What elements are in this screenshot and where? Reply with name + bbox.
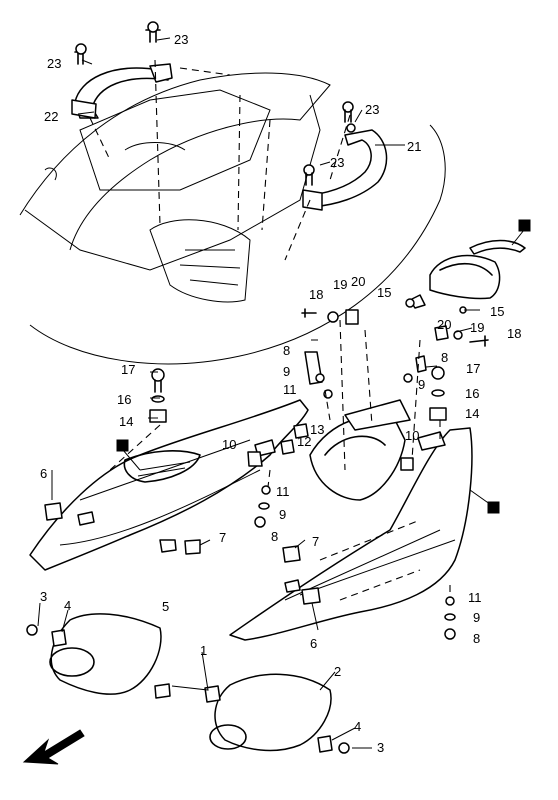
bolt-23-group <box>74 21 356 186</box>
callout-17: 17 <box>466 361 480 376</box>
side-cover-left <box>29 399 309 571</box>
callout-4: 4 <box>64 598 71 613</box>
callout-3: 3 <box>40 589 47 604</box>
callout-6: 6 <box>310 636 317 651</box>
callout-labels: 1 2 3 3 4 4 5 6 6 7 7 8 8 8 8 9 9 9 9 10… <box>40 32 521 755</box>
callout-19: 19 <box>333 277 347 292</box>
callout-13: 13 <box>310 422 324 437</box>
callout-11: 11 <box>276 484 290 499</box>
callout-23: 23 <box>47 56 61 71</box>
callout-8: 8 <box>473 631 480 646</box>
tail-housing <box>309 399 411 501</box>
callout-18: 18 <box>309 287 323 302</box>
callout-8: 8 <box>271 529 278 544</box>
fastener-stacks <box>44 298 489 640</box>
callout-9: 9 <box>283 364 290 379</box>
callout-20: 20 <box>437 317 451 332</box>
tail-lens <box>409 239 526 309</box>
leader-lines <box>37 37 525 749</box>
callout-14: 14 <box>119 414 133 429</box>
callout-16: 16 <box>465 386 479 401</box>
lower-alignment-dashes <box>109 319 451 598</box>
callout-9: 9 <box>279 507 286 522</box>
callout-7: 7 <box>312 534 319 549</box>
callout-1: 1 <box>200 643 207 658</box>
callout-8: 8 <box>441 350 448 365</box>
frame-ghost-outline <box>19 72 446 365</box>
callout-23: 23 <box>174 32 188 47</box>
callout-23: 23 <box>330 155 344 170</box>
callout-8: 8 <box>283 343 290 358</box>
callout-9: 9 <box>418 377 425 392</box>
grab-bar-right <box>302 129 388 211</box>
callout-5: 5 <box>162 599 169 614</box>
callout-10: 10 <box>405 428 419 443</box>
callout-21: 21 <box>407 139 421 154</box>
square-marker-icon <box>487 501 500 514</box>
callout-20: 20 <box>351 274 365 289</box>
callout-6: 6 <box>40 466 47 481</box>
callout-4: 4 <box>354 719 361 734</box>
callout-17: 17 <box>121 362 135 377</box>
square-marker-icon <box>518 219 531 232</box>
callout-22: 22 <box>44 109 58 124</box>
alignment-dashes <box>89 59 351 261</box>
callout-10: 10 <box>222 437 236 452</box>
callout-9: 9 <box>473 610 480 625</box>
side-cover-right <box>229 427 473 641</box>
callout-15: 15 <box>490 304 504 319</box>
bracket-5 <box>26 613 171 699</box>
front-arrow-icon <box>22 729 85 765</box>
callout-14: 14 <box>465 406 479 421</box>
callout-11: 11 <box>283 382 297 397</box>
callout-16: 16 <box>117 392 131 407</box>
callout-23: 23 <box>365 102 379 117</box>
callout-19: 19 <box>470 320 484 335</box>
callout-2: 2 <box>334 664 341 679</box>
bracket-2 <box>204 673 350 754</box>
callout-7: 7 <box>219 530 226 545</box>
callout-11: 11 <box>468 590 482 605</box>
callout-18: 18 <box>507 326 521 341</box>
callout-15: 15 <box>377 285 391 300</box>
callout-3: 3 <box>377 740 384 755</box>
square-marker-icon <box>116 439 129 452</box>
callout-12: 12 <box>297 434 311 449</box>
